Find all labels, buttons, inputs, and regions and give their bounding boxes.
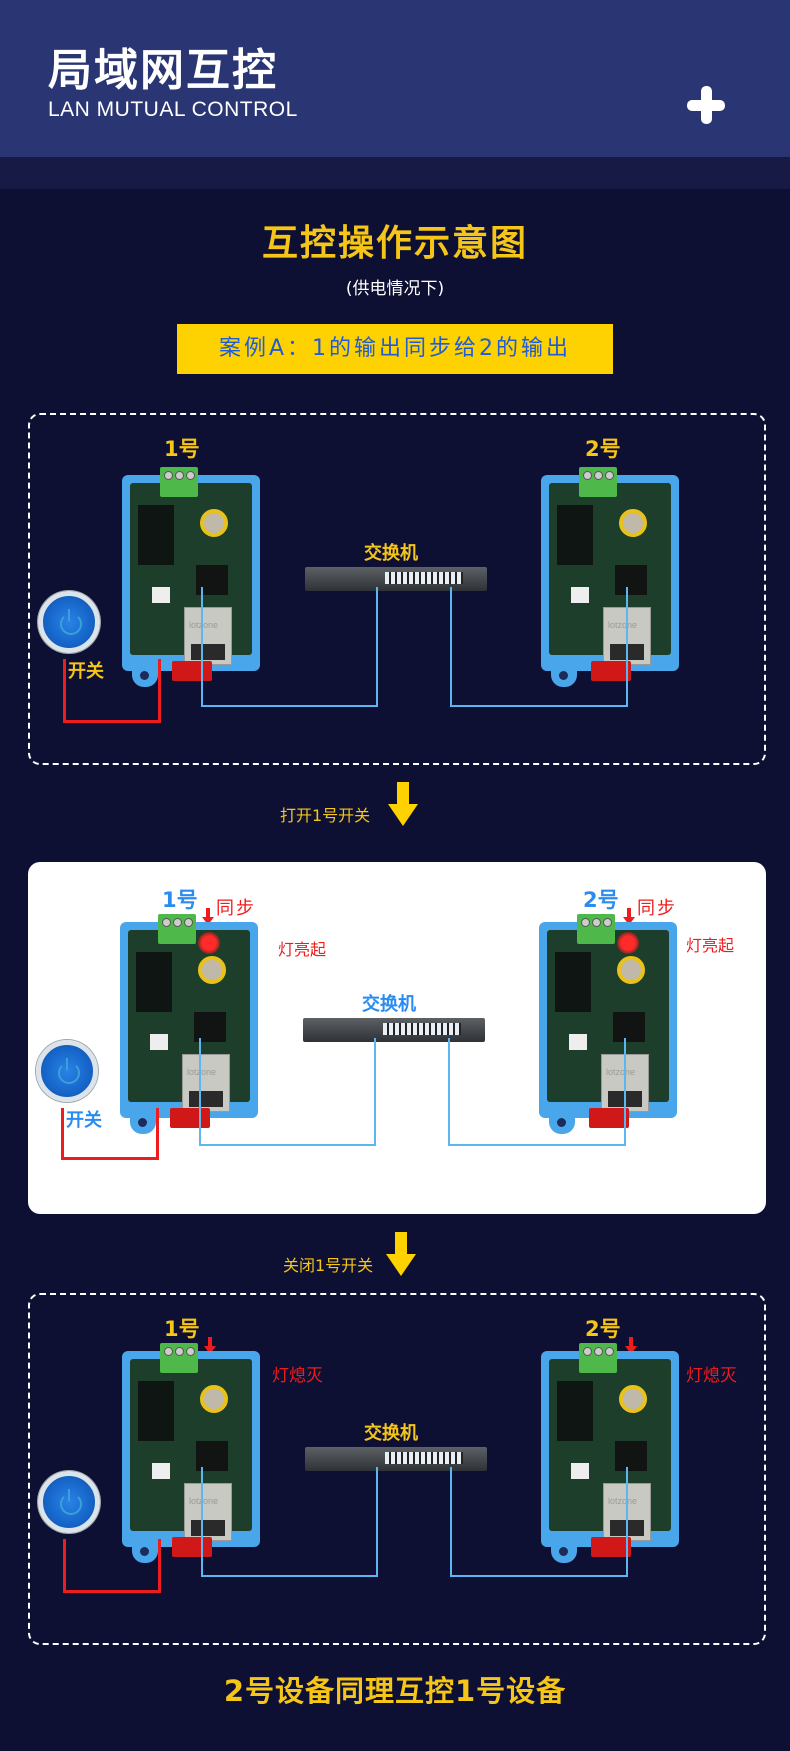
rj45-port: lotzone (184, 1483, 232, 1541)
diagram-subtitle: (供电情况下) (345, 279, 445, 299)
wire-button-to-device-1 (63, 659, 161, 723)
device-2-label: 2号 (585, 437, 621, 461)
rj45-port: lotzone (184, 607, 232, 665)
rj45-brand: lotzone (608, 1496, 638, 1506)
red-arrow-icon (202, 908, 214, 926)
power-button-icon[interactable] (38, 591, 100, 653)
case-banner: 案例A：1的输出同步给2的输出 (177, 324, 613, 374)
network-switch (305, 567, 487, 595)
led-off-note-2: 灯熄灭 (686, 1366, 737, 1386)
arrow-down-icon (388, 782, 418, 826)
rj45-brand: lotzone (189, 620, 219, 630)
ethernet-cable-2 (450, 587, 628, 707)
switch-label: 交换机 (364, 1423, 418, 1444)
network-switch (303, 1018, 485, 1046)
power-button-icon[interactable] (38, 1471, 100, 1533)
device-2-board: lotzone (541, 467, 679, 687)
device-1-board: lotzone (122, 467, 260, 687)
diagram-title: 互控操作示意图 (261, 223, 528, 264)
wire-button-to-device-1 (61, 1108, 159, 1160)
led-lit-indicator (617, 932, 639, 954)
button-label: 开关 (66, 1110, 102, 1131)
ethernet-cable-1 (199, 1038, 376, 1146)
arrow-down-icon (386, 1232, 416, 1276)
power-button-icon[interactable] (36, 1040, 98, 1102)
ethernet-cable-2 (448, 1038, 626, 1146)
panel-initial-state: 1号 2号 lotzone lotzone 交换机 开关 (28, 413, 766, 765)
step-label-turn-off: 关闭1号开关 (283, 1256, 374, 1275)
footer-note: 2号设备同理互控1号设备 (223, 1674, 567, 1708)
led-on-note-1: 灯亮起 (278, 940, 327, 959)
rj45-brand: lotzone (606, 1067, 636, 1077)
network-switch (305, 1447, 487, 1475)
led-off-note-1: 灯熄灭 (272, 1366, 323, 1386)
device-1-label: 1号 (164, 1317, 200, 1341)
panel-switch-off: 1号 灯熄灭 2号 灯熄灭 lotzone lotzone 交换机 (28, 1293, 766, 1645)
red-arrow-icon (204, 1337, 216, 1355)
led-lit-indicator (198, 932, 220, 954)
red-arrow-icon (625, 1337, 637, 1355)
header-subtitle: LAN MUTUAL CONTROL (48, 98, 298, 121)
panel-switch-on: 1号 同步 灯亮起 2号 同步 灯亮起 lotzone lotzone 交换机 … (28, 862, 766, 1214)
wire-button-to-device-1 (63, 1539, 161, 1593)
rj45-brand: lotzone (187, 1067, 217, 1077)
rj45-port: lotzone (182, 1054, 230, 1112)
switch-label: 交换机 (362, 994, 416, 1015)
device-2-label: 2号 (583, 888, 619, 912)
ethernet-cable-2 (450, 1467, 628, 1577)
header-divider-strip (0, 157, 790, 189)
switch-label: 交换机 (364, 543, 418, 564)
ethernet-cable-1 (201, 587, 378, 707)
device-2-label: 2号 (585, 1317, 621, 1341)
device-2-board: lotzone (541, 1343, 679, 1563)
rj45-brand: lotzone (189, 1496, 219, 1506)
step-label-turn-on: 打开1号开关 (280, 806, 371, 825)
sync-label-1: 同步 (216, 898, 256, 919)
led-on-note-2: 灯亮起 (686, 936, 735, 955)
header-title: 局域网互控 (48, 45, 278, 96)
header-banner: 局域网互控 LAN MUTUAL CONTROL (0, 0, 790, 157)
device-1-board: lotzone (122, 1343, 260, 1563)
ethernet-cable-1 (201, 1467, 378, 1577)
sync-label-2: 同步 (637, 898, 677, 919)
button-label: 开关 (68, 661, 104, 682)
rj45-brand: lotzone (608, 620, 638, 630)
plus-icon[interactable] (687, 86, 725, 124)
device-1-label: 1号 (162, 888, 198, 912)
device-1-label: 1号 (164, 437, 200, 461)
red-arrow-icon (623, 908, 635, 926)
